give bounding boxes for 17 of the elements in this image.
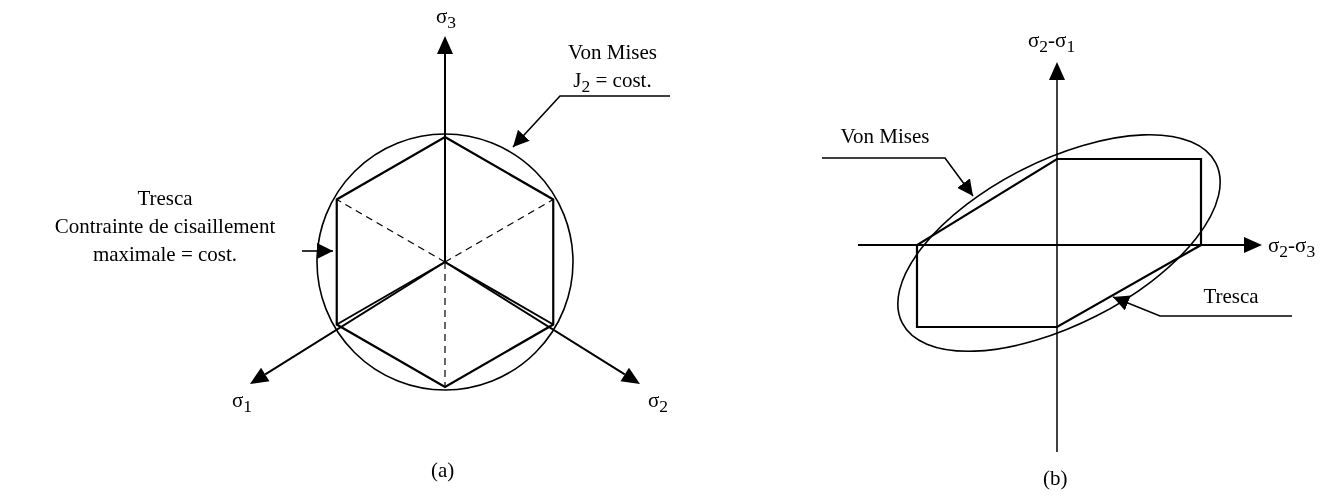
axis-label: σ$_{2}$ [648,388,669,419]
axis-label: σ$_{2}$-σ$_{3}$ [1268,233,1316,264]
panel-caption: (b) [1043,466,1068,490]
axis-label: σ$_{2}$-σ$_{1}$ [1028,28,1076,59]
axis-label: σ$_{3}$ [436,4,457,35]
criterion-label: Tresca [136,185,194,212]
leader-line [1112,295,1293,317]
criterion-label: Tresca [1202,283,1260,310]
criterion-label: Von Mises [567,39,658,66]
criterion-label: Von Mises [839,123,931,150]
criterion-description: J$_{2}$ = cost. [572,67,653,99]
leader-line [821,157,974,197]
axis-label: σ$_{1}$ [232,388,253,419]
panel-caption: (a) [431,458,455,482]
leader-line [512,95,671,148]
leader-line [301,243,334,259]
criterion-description: Contrainte de cisaillement maximale = cost. [53,213,277,268]
